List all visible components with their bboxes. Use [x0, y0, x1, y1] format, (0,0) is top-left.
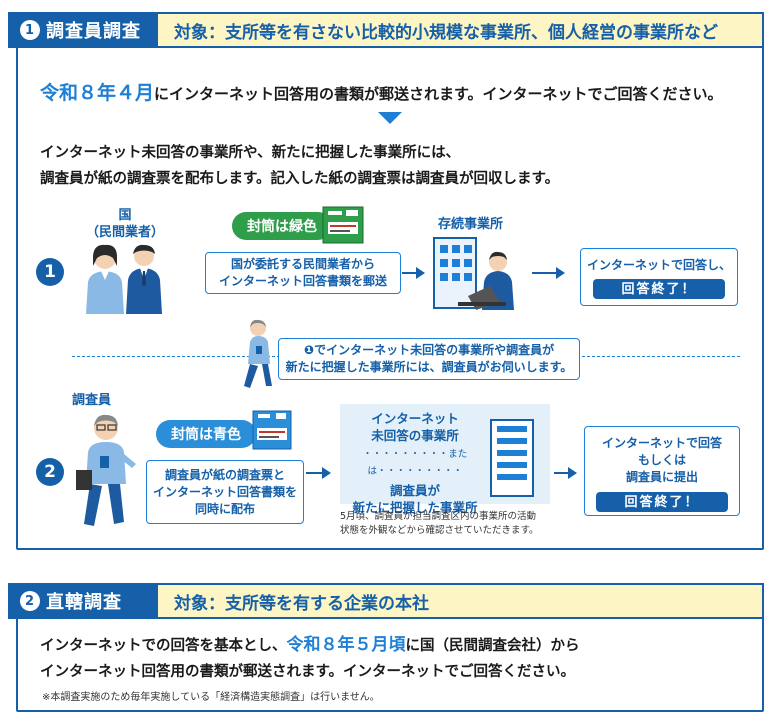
section2-line2: インターネット回答用の書類が郵送されます。インターネットでご回答ください。: [40, 664, 576, 680]
section1-title: 調査員調査: [46, 21, 141, 42]
visit-note-line2: 新たに把握した事業所には、調査員がお伺いします。: [285, 360, 573, 374]
section1-header: 1 調査員調査 対象：支所等を有さない比較的小規模な事業所、個人経営の事業所など: [8, 12, 764, 48]
office-building-icon-2: [490, 419, 534, 497]
flow1-actor-label-line2: （民間業者）: [85, 225, 164, 240]
flow1-arrow-1: [402, 272, 418, 274]
office-building-icon: [433, 237, 514, 310]
flow2-arrow-2: [554, 472, 570, 474]
section2-date: 令和８年５月頃: [286, 635, 406, 655]
flow1-arrow-2: [532, 272, 558, 274]
blue-envelope-icon: [252, 410, 292, 450]
section1-intro-text: にインターネット回答用の書類が郵送されます。インターネットでご回答ください。: [154, 85, 723, 103]
section2-tab: 2 直轄調査: [8, 583, 158, 619]
flow1-result-box: インターネットで回答し、 回答終了！: [580, 248, 738, 306]
flow2-target-line1: インターネット: [371, 411, 459, 426]
section2-body: インターネットでの回答を基本とし、令和８年５月頃に国（民間調査会社）から インタ…: [40, 632, 760, 685]
section1-intro-date: 令和８年４月: [40, 82, 155, 104]
flow2-result-line1: インターネットで回答: [601, 436, 722, 450]
surveyor-icon: [76, 414, 136, 526]
flow1-mail-line1: 国が委託する民間業者から: [230, 257, 375, 271]
section2-line1-pre: インターネットでの回答を基本とし、: [40, 638, 287, 654]
green-envelope-icon: [322, 206, 364, 244]
surveyor-walking-icon: [244, 319, 272, 388]
section2-line1: インターネットでの回答を基本とし、令和８年５月頃に国（民間調査会社）から: [40, 632, 760, 659]
flow2-actor-label: 調査員: [72, 393, 112, 408]
flow2-result-line3: 調査員に提出: [625, 470, 698, 484]
flow2-distribute-box: 調査員が紙の調査票と インターネット回答書類を 同時に配布: [146, 460, 304, 524]
section2-number-icon: 2: [20, 591, 40, 611]
visit-note-box: ❶でインターネット未回答の事業所や調査員が 新たに把握した事業所には、調査員がお…: [278, 338, 580, 380]
flow1-number-icon: 1: [36, 258, 64, 286]
flow2-done-badge: 回答終了！: [596, 492, 728, 512]
flow2-footnote: 5月頃、調査員が担当調査区内の事業所の活動 状態を外観などから確認させていただき…: [340, 510, 560, 538]
flow2-target-line4: 新たに把握した事業所: [352, 500, 478, 515]
visit-note-line1: ❶でインターネット未回答の事業所や調査員が: [303, 343, 555, 357]
green-envelope-label: 封筒は緑色: [232, 212, 332, 240]
flow1-done-badge: 回答終了！: [593, 279, 725, 299]
flow2-or-text: ・・・・・・・・・または・・・・・・・・・: [340, 446, 490, 480]
flow2-target-text: インターネット 未回答の事業所 ・・・・・・・・・または・・・・・・・・・ 調査…: [340, 410, 490, 516]
section1-description: インターネット未回答の事業所や、新たに把握した事業所には、 調査員が紙の調査票を…: [40, 140, 760, 192]
or-dots-right: ・・・・・・・・・: [377, 466, 463, 477]
flow1-mail-box: 国が委託する民間業者から インターネット回答書類を郵送: [205, 252, 401, 294]
blue-envelope-label: 封筒は青色: [156, 420, 256, 448]
flow2-number-icon: 2: [36, 458, 64, 486]
flow2-distribute-line2: インターネット回答書類を: [152, 484, 297, 499]
flow2-target-line3: 調査員が: [389, 483, 440, 498]
section1-number-icon: 1: [20, 20, 40, 40]
section2-note: ※本調査実施のため毎年実施している「経済構造実態調査」は行いません。: [42, 692, 380, 703]
section1-desc-line2: 調査員が紙の調査票を配布します。記入した紙の調査票は調査員が回収します。: [40, 171, 560, 187]
down-arrow-icon: [378, 112, 402, 124]
flow2-or-label: または: [367, 449, 468, 477]
section2-line1-post: に国（民間調査会社）から: [405, 638, 580, 654]
flow2-footnote-line2: 状態を外観などから確認させていただきます。: [340, 525, 539, 536]
section1-desc-line1: インターネット未回答の事業所や、新たに把握した事業所には、: [40, 145, 461, 161]
section2-header: 2 直轄調査 対象：支所等を有する企業の本社: [8, 583, 764, 619]
section2-title: 直轄調査: [46, 592, 122, 613]
flow2-result-line2: もしくは: [637, 453, 686, 467]
flow1-mail-line2: インターネット回答書類を郵送: [218, 274, 387, 288]
flow1-actor-label: 国 （民間業者）: [80, 207, 170, 241]
flow2-result-box: インターネットで回答 もしくは 調査員に提出 回答終了！: [584, 426, 740, 516]
flow1-arrow-2-head: [556, 267, 565, 279]
flow2-distribute-line1: 調査員が紙の調査票と: [164, 467, 285, 482]
flow2-target-line2: 未回答の事業所: [371, 428, 459, 443]
flow1-actor-label-line1: 国: [118, 208, 132, 223]
section1-tab: 1 調査員調査: [8, 12, 158, 48]
flow1-result-text: インターネットで回答し、: [586, 258, 731, 272]
flow2-footnote-line1: 5月頃、調査員が担当調査区内の事業所の活動: [340, 511, 537, 522]
flow2-distribute-line3: 同時に配布: [194, 501, 255, 516]
section1-intro: 令和８年４月にインターネット回答用の書類が郵送されます。インターネットでご回答く…: [40, 78, 760, 105]
or-dots-left: ・・・・・・・・・: [362, 449, 449, 460]
flow1-dest-label: 存続事業所: [438, 217, 504, 232]
flow2-arrow-2-head: [568, 467, 577, 479]
flow1-arrow-1-head: [416, 267, 425, 279]
section1-target: 対象：支所等を有さない比較的小規模な事業所、個人経営の事業所など: [158, 12, 764, 48]
flow2-arrow-1: [306, 472, 324, 474]
section2-target: 対象：支所等を有する企業の本社: [158, 583, 764, 619]
government-staff-icon: [86, 244, 162, 314]
flow2-arrow-1-head: [322, 467, 331, 479]
